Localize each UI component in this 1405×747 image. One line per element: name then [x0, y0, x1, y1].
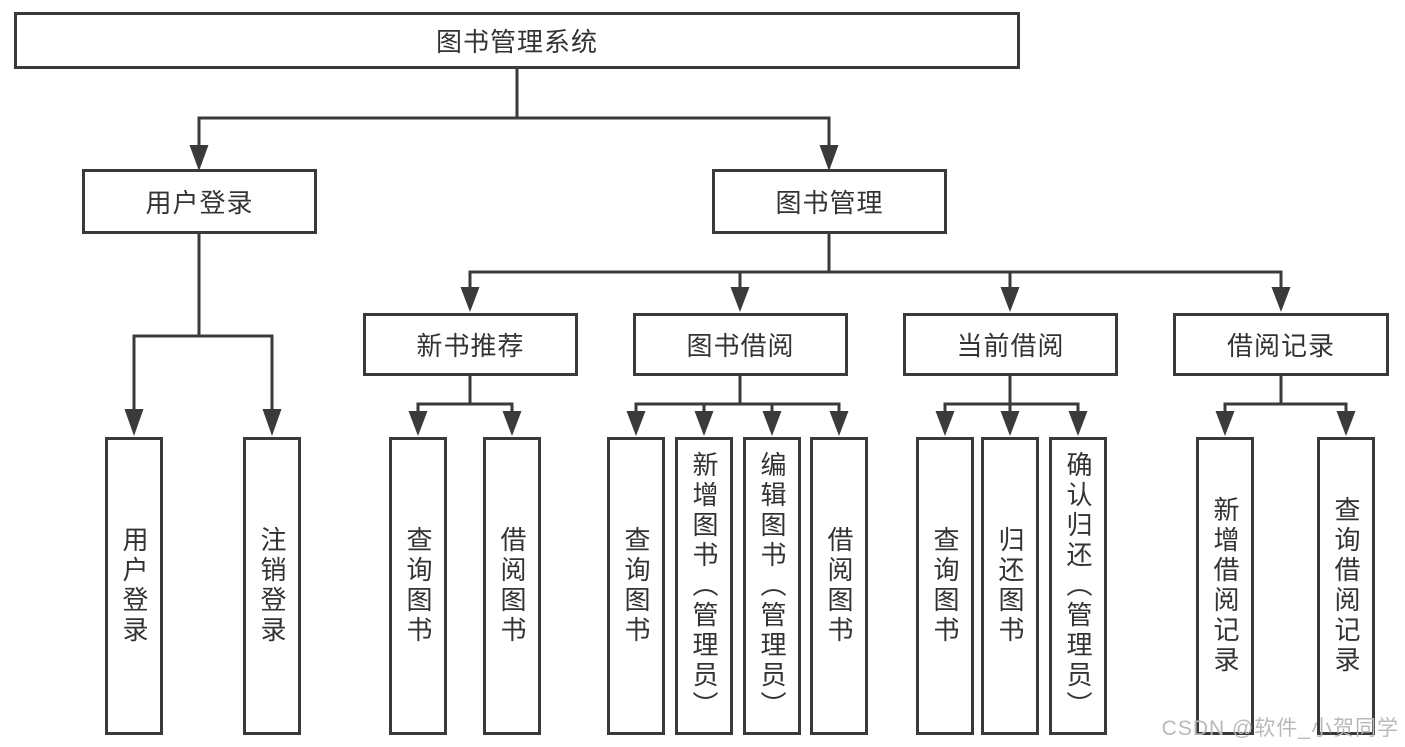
node-borrow-books-leaf: 借阅图书: [810, 437, 868, 735]
node-label: 查询借阅记录: [1331, 496, 1361, 676]
node-add-borrow-record: 新增借阅记录: [1196, 437, 1254, 735]
node-label: 查询图书: [403, 526, 433, 646]
node-label: 归还图书: [995, 526, 1025, 646]
node-user-login: 用户登录: [82, 169, 317, 234]
node-label: 注销登录: [257, 526, 287, 646]
node-confirm-return-admin: 确认归还（管理员）: [1049, 437, 1107, 735]
node-label: 用户登录: [119, 526, 149, 646]
node-logout-leaf: 注销登录: [243, 437, 301, 735]
node-book-management: 图书管理: [712, 169, 947, 234]
node-label: 编辑图书（管理员）: [757, 451, 787, 721]
node-current-borrowing: 当前借阅: [903, 313, 1118, 376]
node-query-books-recommend: 查询图书: [389, 437, 447, 735]
node-new-book-recommendation: 新书推荐: [363, 313, 578, 376]
csdn-watermark: CSDN @软件_小贺同学: [1161, 717, 1399, 740]
node-library-management-system: 图书管理系统: [14, 12, 1020, 69]
node-label: 借阅图书: [497, 526, 527, 646]
connector-arrowheads: [124, 145, 1356, 436]
node-query-books-borrowing: 查询图书: [607, 437, 665, 735]
node-user-login-leaf: 用户登录: [105, 437, 163, 735]
node-query-books-current: 查询图书: [916, 437, 974, 735]
node-edit-books-admin: 编辑图书（管理员）: [743, 437, 801, 735]
node-label: 新增借阅记录: [1210, 496, 1240, 676]
node-borrowing-records: 借阅记录: [1173, 313, 1389, 376]
node-add-books-admin: 新增图书（管理员）: [675, 437, 733, 735]
node-borrow-books-recommend: 借阅图书: [483, 437, 541, 735]
node-label: 借阅图书: [824, 526, 854, 646]
node-return-books: 归还图书: [981, 437, 1039, 735]
node-book-borrowing: 图书借阅: [633, 313, 848, 376]
node-query-borrow-record: 查询借阅记录: [1317, 437, 1375, 735]
node-label: 确认归还（管理员）: [1063, 451, 1093, 721]
node-label: 新增图书（管理员）: [689, 451, 719, 721]
node-label: 查询图书: [930, 526, 960, 646]
node-label: 查询图书: [621, 526, 651, 646]
